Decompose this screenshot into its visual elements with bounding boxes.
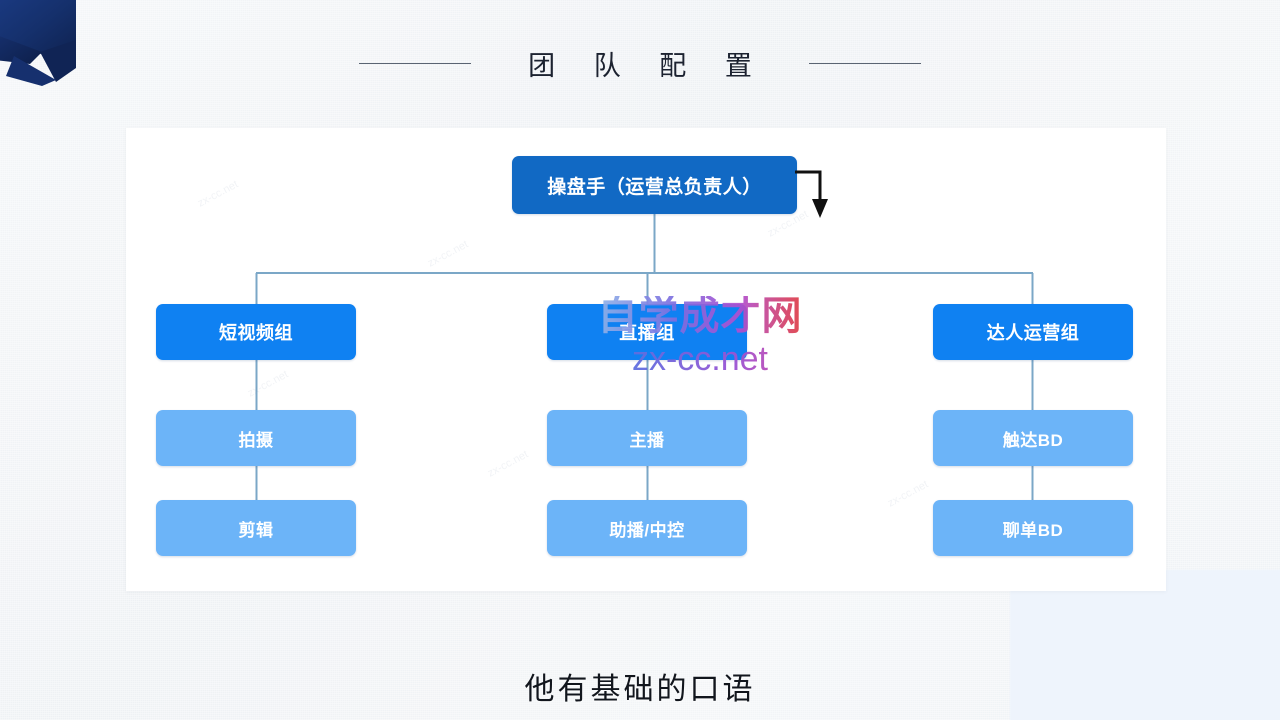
slide-caption: 他有基础的口语 (524, 672, 756, 707)
org-node-talent-operations-group[interactable]: 达人运营组 (933, 304, 1133, 360)
org-chart-card: zx-cc.net zx-cc.net zx-cc.net zx-cc.net … (126, 128, 1166, 591)
org-node-root[interactable]: 操盘手（运营总负责人） (512, 156, 797, 214)
slide-title-row: 团 队 配 置 (0, 44, 1280, 83)
title-rule-right (808, 63, 921, 64)
org-chart: zx-cc.net zx-cc.net zx-cc.net zx-cc.net … (126, 128, 1166, 591)
org-node-chat-order-bd[interactable]: 聊单BD (933, 500, 1133, 556)
org-node-live-stream-group[interactable]: 直播组 (547, 304, 747, 360)
watermark-tile: zx-cc.net (195, 178, 241, 210)
org-node-filming[interactable]: 拍摄 (156, 410, 356, 466)
watermark-tile: zx-cc.net (885, 478, 931, 510)
org-node-assistant-host-control[interactable]: 助播/中控 (547, 500, 747, 556)
org-node-editing[interactable]: 剪辑 (156, 500, 356, 556)
org-node-outreach-bd[interactable]: 触达BD (933, 410, 1133, 466)
watermark-tile: zx-cc.net (485, 448, 531, 480)
page-title: 团 队 配 置 (528, 51, 767, 82)
title-rule-left (359, 63, 472, 64)
decorative-blob (1010, 570, 1280, 720)
org-node-short-video-group[interactable]: 短视频组 (156, 304, 356, 360)
down-elbow-arrow-icon (795, 170, 828, 218)
watermark-tile: zx-cc.net (425, 238, 471, 270)
watermark-tile: zx-cc.net (245, 368, 291, 400)
org-node-host[interactable]: 主播 (547, 410, 747, 466)
